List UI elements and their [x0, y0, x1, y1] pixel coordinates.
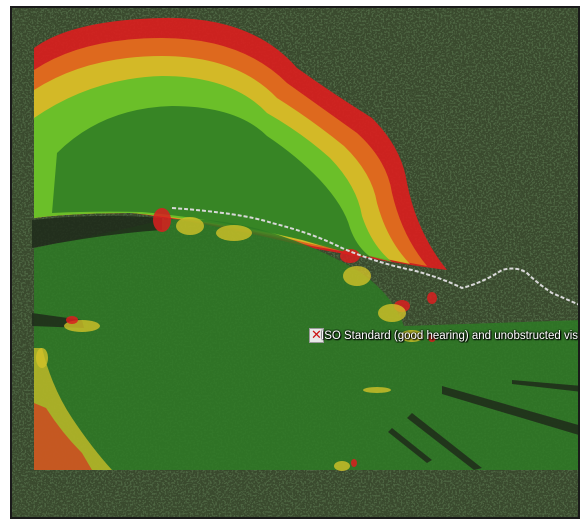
trail-path: [171, 207, 578, 306]
shadow-strip: [388, 428, 432, 463]
hotspot: [176, 217, 204, 235]
hotspot: [66, 316, 78, 324]
shadow-strip: [407, 413, 482, 470]
hotspot: [427, 292, 437, 304]
hotspot: [400, 330, 424, 342]
hotspot: [351, 459, 357, 467]
audibility-bands: [34, 17, 447, 270]
hotspot: [334, 461, 350, 471]
coverage-lower-area: [34, 219, 578, 470]
hotspot: [216, 225, 252, 241]
coverage-lower-edge-red: [34, 403, 92, 470]
map-viewport[interactable]: ✕ ISO Standard (good hearing) and unobst…: [10, 6, 580, 519]
hotspot: [36, 348, 48, 368]
map-canvas[interactable]: [12, 8, 580, 519]
shadow-strip: [442, 386, 578, 435]
shadow-strip: [512, 380, 578, 392]
hotspot: [343, 266, 371, 286]
hotspot: [153, 208, 171, 232]
hotspot: [428, 334, 436, 342]
hotspot: [340, 249, 360, 263]
coverage-lower: [34, 219, 578, 470]
shadow-strip: [32, 215, 162, 248]
marker-label: ISO Standard (good hearing) and unobstru…: [321, 330, 578, 342]
hotspot: [363, 387, 391, 393]
coverage-upper-core: [52, 106, 372, 258]
hotspot: [378, 304, 406, 322]
obstruction-shadows: [32, 215, 578, 470]
x-mark-icon[interactable]: ✕: [309, 328, 324, 343]
